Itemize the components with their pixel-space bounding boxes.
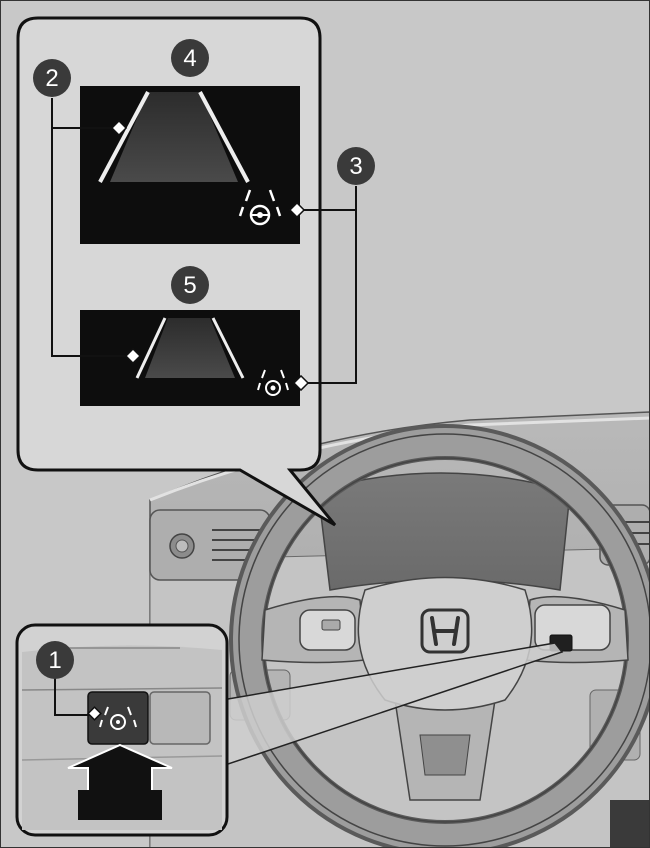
- callout-2-label: 2: [45, 65, 58, 92]
- display-closeup-inset: [16, 16, 357, 527]
- callout-1-label: 1: [48, 647, 61, 674]
- callout-1: 1: [36, 641, 74, 679]
- steering-wheel: [229, 424, 650, 848]
- callout-2: 2: [33, 59, 71, 97]
- callout-5-label: 5: [183, 272, 196, 299]
- honda-emblem-icon: [420, 608, 470, 654]
- display-screen-large: [80, 86, 300, 244]
- callout-4: 4: [171, 39, 209, 77]
- instrument-cluster: [317, 472, 571, 591]
- button-closeup-inset: [15, 623, 229, 837]
- lane-keep-assist-button-icon: [99, 706, 137, 730]
- callout-5: 5: [171, 266, 209, 304]
- lane-keep-assist-icon: [238, 189, 282, 226]
- callout-4-label: 4: [183, 45, 196, 72]
- callout-3-label: 3: [349, 153, 362, 180]
- callout-3: 3: [337, 147, 375, 185]
- press-arrow-icon: [67, 743, 173, 820]
- display-screen-small: [80, 310, 300, 406]
- lane-keep-assist-icon-small: [257, 369, 289, 396]
